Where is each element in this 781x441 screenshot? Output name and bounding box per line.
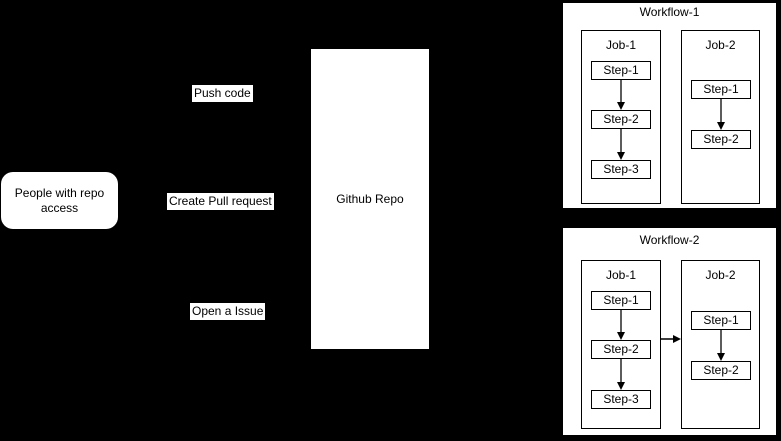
workflow2-job1-step3-node[interactable]: Step-3 <box>591 390 651 409</box>
workflow2-job1-container[interactable]: Job-1 Step-1 Step-2 Step-3 <box>581 260 661 429</box>
workflow1-job2-step2-node[interactable]: Step-2 <box>691 130 751 149</box>
workflow-2-title: Workflow-2 <box>639 233 700 247</box>
workflow1-job1-step2-node[interactable]: Step-2 <box>591 110 651 129</box>
people-node-label: People with repo access <box>14 185 105 215</box>
arrow-down-icon <box>617 359 625 390</box>
workflow2-job1-step2-node[interactable]: Step-2 <box>591 340 651 359</box>
workflow1-job1-title: Job-1 <box>605 38 637 52</box>
open-a-issue-edge-label[interactable]: Open a Issue <box>190 303 266 320</box>
workflow1-job2-title: Job-2 <box>705 38 736 52</box>
workflow-1-container[interactable]: Workflow-1 Job-1 Step-1 Step-2 Step-3 Jo… <box>561 1 778 210</box>
github-repo-label: Github Repo <box>336 192 404 206</box>
arrow-down-icon <box>717 330 725 361</box>
create-pull-request-edge-label[interactable]: Create Pull request <box>167 193 274 210</box>
workflow2-job1-title: Job-1 <box>605 268 637 282</box>
arrow-down-icon <box>617 129 625 160</box>
people-with-repo-access-node[interactable]: People with repo access <box>1 172 118 229</box>
workflow1-job1-step3-node[interactable]: Step-3 <box>591 160 651 179</box>
workflow-1-title: Workflow-1 <box>639 5 700 19</box>
workflow1-job1-step1-node[interactable]: Step-1 <box>591 61 651 80</box>
arrow-down-icon <box>617 80 625 110</box>
github-repo-node[interactable]: Github Repo <box>311 49 429 349</box>
arrow-down-icon <box>717 99 725 130</box>
workflow1-job1-container[interactable]: Job-1 Step-1 Step-2 Step-3 <box>581 30 661 204</box>
workflow1-job2-step1-node[interactable]: Step-1 <box>691 80 751 99</box>
workflow-2-container[interactable]: Workflow-2 Job-1 Step-1 Step-2 Step-3 Jo… <box>561 226 778 437</box>
arrow-down-icon <box>617 310 625 340</box>
workflow2-job2-step2-node[interactable]: Step-2 <box>691 361 751 380</box>
workflow2-job2-container[interactable]: Job-2 Step-1 Step-2 <box>681 260 760 429</box>
arrow-right-icon <box>661 335 681 343</box>
workflow1-job2-container[interactable]: Job-2 Step-1 Step-2 <box>681 30 760 204</box>
workflow2-job1-step1-node[interactable]: Step-1 <box>591 291 651 310</box>
push-code-edge-label[interactable]: Push code <box>192 85 253 102</box>
workflow2-job2-title: Job-2 <box>705 268 736 282</box>
workflow2-job2-step1-node[interactable]: Step-1 <box>691 311 751 330</box>
